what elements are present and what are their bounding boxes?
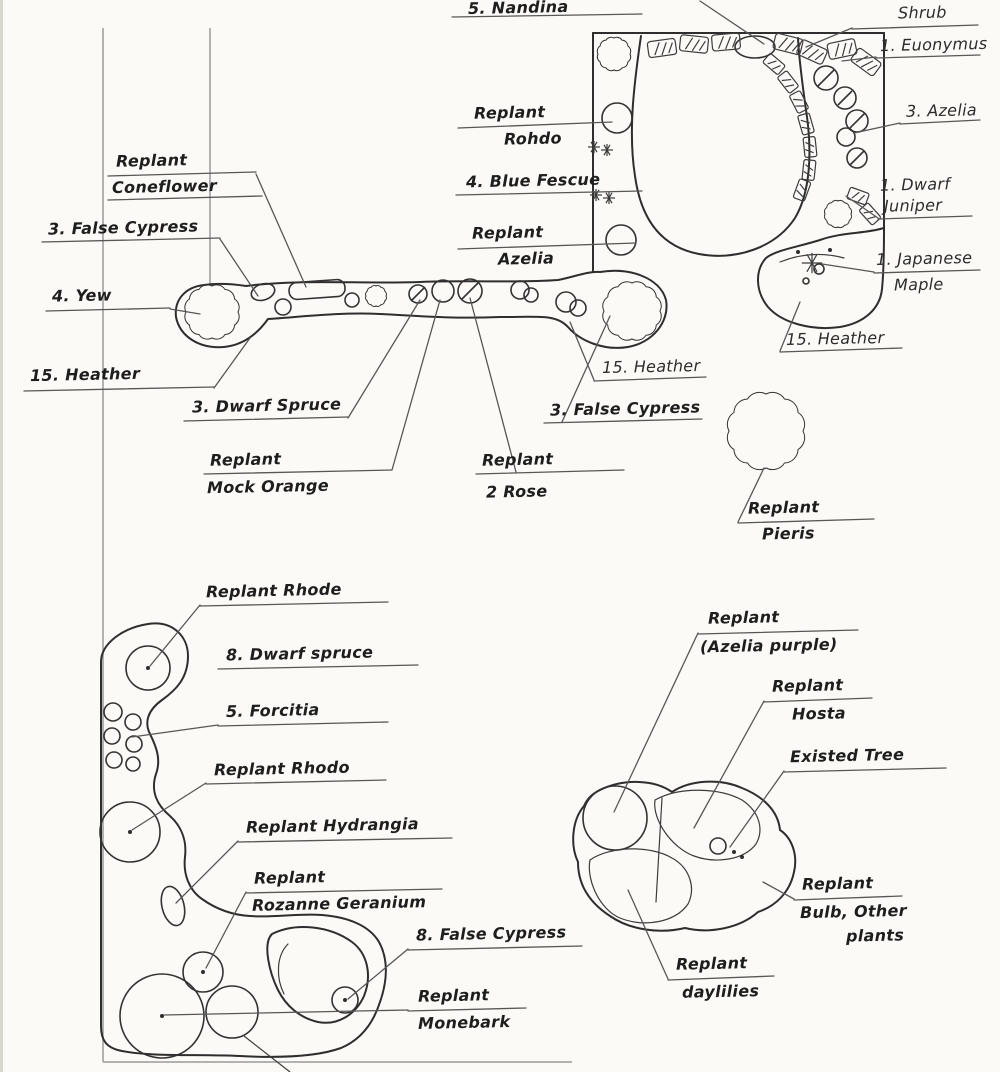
label-bulb-line3: plants	[845, 925, 905, 946]
label-heather-left: 15. Heather	[29, 363, 141, 386]
label-heather-right: 15. Heather	[785, 327, 885, 350]
label-false-cypress-8: 8. False Cypress	[415, 922, 567, 945]
label-dwarf-juniper-line1: 1. Dwarf	[879, 174, 951, 195]
label-rose-line2: 2 Rose	[485, 481, 548, 502]
label-hosta-line2: Hosta	[791, 703, 847, 724]
label-monebark-line2: Monebark	[417, 1012, 511, 1033]
label-pieris-line2: Pieris	[761, 523, 815, 544]
label-mock-orange-line1: Replant	[209, 449, 282, 470]
tree-cloud-symbol	[366, 286, 387, 307]
property-lines	[102, 28, 572, 1063]
tree-cloud-symbol	[597, 37, 630, 70]
label-azelia-3: 3. Azelia	[905, 100, 978, 121]
label-daylilies-line2: daylilies	[681, 981, 760, 1002]
tree-cloud-symbol	[603, 282, 661, 340]
label-false-cypress-mid: 3. False Cypress	[549, 397, 701, 420]
tree-cloud-symbol	[824, 200, 851, 227]
label-bulb-line2: Bulb, Other	[799, 900, 908, 923]
label-replant-rhode: Replant Rhode	[205, 579, 342, 602]
label-dwarf-spruce-mid: 3. Dwarf Spruce	[191, 394, 342, 417]
label-false-cypress-left: 3. False Cypress	[47, 216, 199, 239]
label-euonymus: 1. Euonymus	[879, 33, 988, 56]
label-shrub: Shrub	[897, 2, 947, 23]
label-bulb-line1: Replant	[801, 873, 874, 894]
label-mock-orange-line2: Mock Orange	[206, 475, 330, 498]
label-daylilies-line1: Replant	[675, 953, 748, 974]
label-pieris-line1: Replant	[747, 497, 820, 518]
label-existed-tree: Existed Tree	[789, 744, 905, 767]
scan-edge	[0, 0, 3, 1072]
label-monebark-line1: Replant	[417, 985, 490, 1006]
plant-circles-bottom-left	[99, 645, 359, 1072]
label-forcitia: 5. Forcitia	[225, 700, 320, 721]
label-replant-rhodo: Replant Rhodo	[213, 757, 350, 780]
plant-marks	[587, 140, 832, 285]
label-replant-azelia-line1: Replant	[471, 222, 544, 243]
maple-bed	[757, 227, 885, 329]
label-hosta-line1: Replant	[771, 675, 844, 696]
label-japanese-maple-line1: 1. Japanese	[875, 247, 973, 270]
tree-cloud-symbol	[185, 285, 239, 339]
label-rozanne-line1: Replant	[253, 867, 326, 888]
plant-circles-middle	[250, 278, 587, 317]
label-japanese-maple-line2: Maple	[893, 274, 944, 295]
label-replant-rohdo-line1: Replant	[473, 102, 546, 123]
plant-circles-top	[601, 35, 869, 256]
label-rozanne-line2: Rozanne Geranium	[251, 892, 427, 915]
label-blue-fescue: 4. Blue Fescue	[465, 169, 601, 192]
label-coneflower-line1: Replant	[115, 150, 188, 171]
pieris-tree-cloud	[727, 392, 804, 469]
label-replant-azelia-line2: Azelia	[497, 248, 555, 269]
label-yew: 4. Yew	[51, 285, 112, 306]
label-coneflower-line2: Coneflower	[111, 175, 218, 198]
garden-bed-bottom-right	[572, 780, 797, 932]
label-hydrangia: Replant Hydrangia	[245, 814, 420, 837]
label-dwarf-juniper-line2: Juniper	[883, 195, 943, 216]
label-replant-rohdo-line2: Rohdo	[503, 128, 563, 149]
label-rose-line1: Replant	[481, 449, 554, 470]
label-nandina: 5. Nandina	[467, 0, 569, 19]
label-azelia-purple-line2: (Azelia purple)	[699, 634, 838, 657]
leader-lines	[23, 0, 981, 1016]
label-heather-mid: 15. Heather	[601, 355, 701, 378]
label-azelia-purple-line1: Replant	[707, 607, 780, 628]
label-dwarf-spruce-8: 8. Dwarf spruce	[225, 642, 374, 665]
